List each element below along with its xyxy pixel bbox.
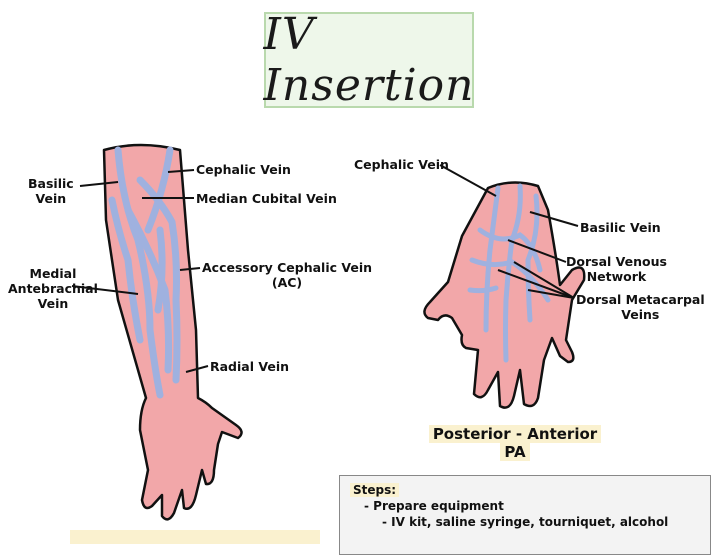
title-box: IV Insertion bbox=[263, 9, 475, 111]
hand-caption: Posterior - Anterior PA bbox=[420, 425, 610, 461]
arm-illustration bbox=[102, 143, 243, 521]
steps-heading: Steps: bbox=[350, 483, 400, 497]
anatomy-illustration bbox=[71, 143, 586, 521]
label-cephalic-vein-arm: Cephalic Vein bbox=[196, 162, 291, 177]
label-basilic-vein-hand: Basilic Vein bbox=[580, 220, 661, 235]
steps-box: Steps: - Prepare equipment - IV kit, sal… bbox=[339, 475, 711, 555]
label-median-cubital-vein: Median Cubital Vein bbox=[196, 191, 337, 206]
label-accessory-cephalic-vein: Accessory Cephalic Vein (AC) bbox=[202, 260, 373, 290]
leader-lines bbox=[71, 164, 579, 373]
label-dorsal-metacarpal-veins: Dorsal Metacarpal Veins bbox=[576, 292, 705, 322]
label-basilic-vein: Basilic Vein bbox=[28, 176, 74, 206]
caption-line-1: Posterior - Anterior bbox=[428, 425, 602, 443]
caption-line-2: PA bbox=[500, 443, 530, 461]
arm-caption-highlight bbox=[70, 530, 320, 544]
label-dorsal-venous-network: Dorsal Venous Network bbox=[566, 254, 667, 284]
label-radial-vein: Radial Vein bbox=[210, 359, 290, 374]
step-item: - IV kit, saline syringe, tourniquet, al… bbox=[382, 515, 669, 529]
page-title: IV Insertion bbox=[263, 9, 475, 111]
step-item: - Prepare equipment bbox=[364, 499, 504, 513]
label-cephalic-vein-hand: Cephalic Vein bbox=[354, 157, 449, 172]
arm-veins bbox=[108, 146, 181, 399]
label-medial-antebrachial-vein: Medial Antebrachial Vein bbox=[8, 266, 98, 311]
